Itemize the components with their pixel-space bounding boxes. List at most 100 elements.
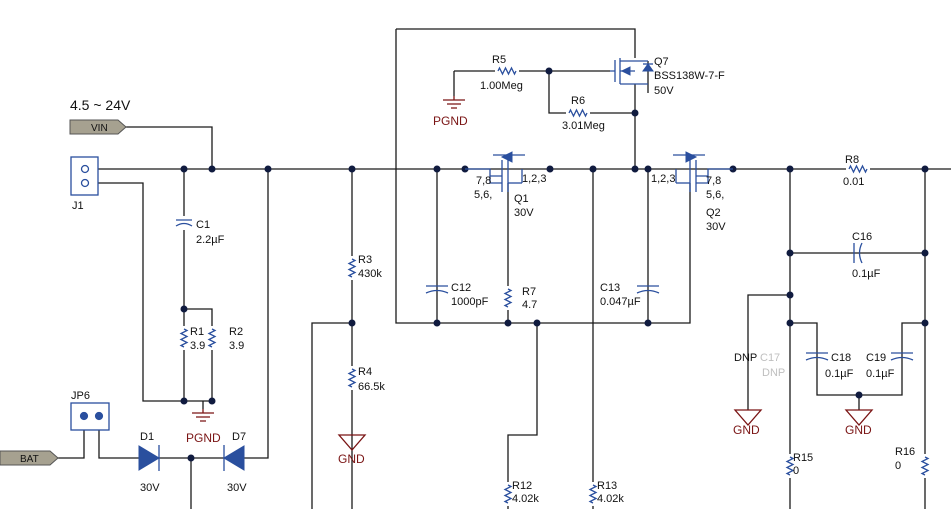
supply-range-label: 4.5 ~ 24V [70, 97, 131, 113]
c13-value: 0.047µF [600, 296, 641, 308]
diode-d1: D1 30V [138, 431, 160, 494]
r13-value: 4.02k [597, 493, 624, 505]
gnd-symbol-3: GND [844, 409, 874, 437]
resistor-r16: R16 0 [895, 446, 930, 478]
d7-ref: D7 [232, 431, 246, 443]
c13-ref: C13 [600, 282, 620, 294]
q1-pins-a: 7,8 [476, 175, 491, 187]
diode-d7: D7 30V [223, 431, 247, 494]
q2-value: 30V [706, 221, 726, 233]
j1-ref: J1 [72, 200, 84, 212]
connector-jp6: JP6 [70, 390, 110, 431]
jp6-ref: JP6 [71, 390, 90, 402]
gnd-symbol-1: GND [337, 434, 367, 466]
c19-ref: C19 [866, 352, 886, 364]
r3-value: 430k [358, 268, 382, 280]
r6-ref: R6 [571, 95, 585, 107]
c18-value: 0.1µF [825, 368, 854, 380]
gnd-symbol-2: GND [733, 409, 763, 437]
r12-ref: R12 [512, 480, 532, 492]
c17-value: DNP [762, 367, 785, 379]
c16-value: 0.1µF [852, 268, 881, 280]
capacitor-c1: C1 2.2µF [175, 219, 225, 246]
mosfet-q1: 7,8 5,6, 1,2,3 Q1 30V [465, 151, 546, 219]
resistor-r3: R3 430k [347, 254, 382, 280]
gnd-label-2: GND [733, 423, 760, 437]
c19-value: 0.1µF [866, 368, 895, 380]
mosfet-q7: Q7 BSS138W-7-F 50V [610, 56, 725, 97]
pgnd-symbol-bottom: PGND [186, 409, 221, 445]
gnd-label-1: GND [338, 452, 365, 466]
r5-ref: R5 [492, 54, 506, 66]
q7-ref: Q7 [654, 56, 669, 68]
d7-value: 30V [227, 482, 247, 494]
pgnd-symbol-top: PGND [433, 96, 468, 128]
resistor-r13: R13 4.02k [588, 480, 624, 506]
r7-value: 4.7 [522, 299, 537, 311]
q2-pins-a: 7,8 [706, 175, 721, 187]
r3-ref: R3 [358, 254, 372, 266]
r8-value: 0.01 [843, 176, 864, 188]
q1-ref: Q1 [514, 193, 529, 205]
connector-j1: J1 [70, 156, 99, 212]
capacitor-c13: C13 0.047µF [600, 282, 660, 308]
c17-ref: C17 [760, 352, 780, 364]
q2-pins-c: 1,2,3 [651, 173, 675, 185]
q1-value: 30V [514, 207, 534, 219]
resistor-r4: R4 66.5k [347, 366, 385, 393]
dnp-label: DNP [734, 352, 757, 364]
r4-value: 66.5k [358, 381, 385, 393]
bat-port: BAT [0, 450, 59, 466]
c1-value: 2.2µF [196, 234, 225, 246]
capacitor-c19: C19 0.1µF [866, 352, 914, 380]
r2-value: 3.9 [229, 340, 244, 352]
resistor-r8: R8 0.01 [843, 154, 870, 188]
d1-value: 30V [140, 482, 160, 494]
bat-port-label: BAT [20, 454, 39, 465]
q2-pins-b: 5,6, [706, 189, 724, 201]
resistor-r12: R12 4.02k [503, 480, 539, 506]
r13-ref: R13 [597, 480, 617, 492]
resistor-r7: R7 4.7 [503, 286, 537, 311]
wires [57, 28, 951, 509]
resistor-r5: R5 1.00Meg [480, 54, 523, 92]
r15-ref: R15 [793, 452, 813, 464]
pgnd-label-top: PGND [433, 114, 468, 128]
pgnd-label-bottom: PGND [186, 431, 221, 445]
r1-ref: R1 [190, 326, 204, 338]
capacitor-c18: C18 0.1µF [805, 352, 854, 380]
r5-value: 1.00Meg [480, 80, 523, 92]
vin-port: VIN [69, 119, 127, 135]
c16-ref: C16 [852, 231, 872, 243]
q1-pins-b: 5,6, [474, 189, 492, 201]
resistor-r2: R2 3.9 [207, 326, 244, 352]
r12-value: 4.02k [512, 493, 539, 505]
c1-ref: C1 [196, 219, 210, 231]
capacitor-c17: C17 DNP DNP [734, 352, 785, 379]
d1-ref: D1 [140, 431, 154, 443]
r16-value: 0 [895, 460, 901, 472]
resistor-r1: R1 3.9 [179, 326, 205, 352]
r15-value: 0 [793, 465, 799, 477]
r1-value: 3.9 [190, 340, 205, 352]
r8-ref: R8 [845, 154, 859, 166]
vin-port-label: VIN [91, 123, 108, 134]
resistor-r15: R15 0 [785, 452, 813, 478]
r6-value: 3.01Meg [562, 120, 605, 132]
resistor-r6: R6 3.01Meg [562, 95, 605, 132]
capacitor-c12: C12 1000pF [425, 282, 489, 308]
c12-ref: C12 [451, 282, 471, 294]
capacitor-c16: C16 0.1µF [852, 231, 881, 280]
r2-ref: R2 [229, 326, 243, 338]
r7-ref: R7 [522, 286, 536, 298]
gnd-label-3: GND [845, 423, 872, 437]
mosfet-q2: 7,8 5,6, 1,2,3 Q2 30V [651, 151, 733, 233]
r16-ref: R16 [895, 446, 915, 458]
r4-ref: R4 [358, 366, 372, 378]
c12-value: 1000pF [451, 296, 489, 308]
junction-dots [180, 67, 929, 462]
q1-pins-c: 1,2,3 [522, 173, 546, 185]
c18-ref: C18 [831, 352, 851, 364]
q7-part: BSS138W-7-F [654, 70, 725, 82]
